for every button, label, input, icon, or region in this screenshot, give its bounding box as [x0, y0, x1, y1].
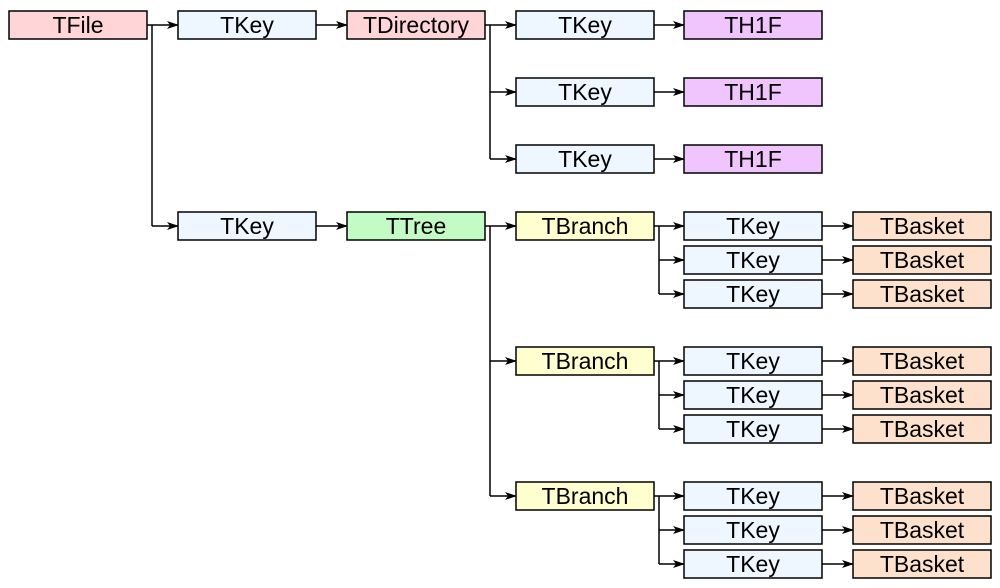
histogram-key-node-1: TKey [515, 10, 655, 40]
basket-key-node-1-3-box [683, 279, 823, 309]
tdirectory-node: TDirectory [346, 10, 486, 40]
basket-key-node-1-2-label: TKey [726, 247, 780, 273]
basket-key-node-1-3: TKey [683, 279, 823, 309]
tbasket-node-3-2-box [852, 515, 992, 545]
ttree-node: TTree [346, 211, 486, 241]
th1f-node-1-box [683, 10, 823, 40]
basket-key-node-3-3-box [683, 549, 823, 579]
histogram-key-node-1-label: TKey [558, 12, 612, 38]
basket-key-node-1-2-box [683, 245, 823, 275]
tdirectory-node-box [346, 10, 486, 40]
tbasket-node-1-2-box [852, 245, 992, 275]
directory-key-node: TKey [177, 10, 317, 40]
basket-key-node-2-1-label: TKey [726, 348, 780, 374]
basket-key-node-3-3-label: TKey [726, 551, 780, 577]
basket-key-node-1-2: TKey [683, 245, 823, 275]
tbasket-node-3-1: TBasket [852, 481, 992, 511]
tbasket-node-2-2-box [852, 380, 992, 410]
tbasket-node-1-2: TBasket [852, 245, 992, 275]
basket-key-node-3-1-box [683, 481, 823, 511]
basket-key-node-2-3-label: TKey [726, 416, 780, 442]
tree-key-node-box [177, 211, 317, 241]
tree-key-node-label: TKey [220, 213, 274, 239]
basket-key-node-3-1-label: TKey [726, 483, 780, 509]
histogram-key-node-3: TKey [515, 144, 655, 174]
tbranch-node-3-box [515, 481, 655, 511]
tbasket-node-1-3: TBasket [852, 279, 992, 309]
histogram-key-node-2: TKey [515, 77, 655, 107]
tfile-node-box [8, 10, 148, 40]
tbasket-node-3-2-label: TBasket [880, 517, 965, 543]
tbasket-node-3-2: TBasket [852, 515, 992, 545]
tbasket-node-1-3-label: TBasket [880, 281, 965, 307]
th1f-node-2-label: TH1F [724, 79, 782, 105]
tree-key-node: TKey [177, 211, 317, 241]
basket-key-node-3-2: TKey [683, 515, 823, 545]
tbasket-node-1-1-box [852, 211, 992, 241]
tbasket-node-3-3-box [852, 549, 992, 579]
th1f-node-2-box [683, 77, 823, 107]
directory-key-node-label: TKey [220, 12, 274, 38]
basket-key-node-2-3-box [683, 414, 823, 444]
th1f-node-3-label: TH1F [724, 146, 782, 172]
tbasket-node-1-1: TBasket [852, 211, 992, 241]
tbranch-node-2-label: TBranch [542, 348, 629, 374]
tbranch-node-1: TBranch [515, 211, 655, 241]
histogram-key-node-1-box [515, 10, 655, 40]
basket-key-node-2-1: TKey [683, 346, 823, 376]
tbranch-node-3-label: TBranch [542, 483, 629, 509]
th1f-node-1-label: TH1F [724, 12, 782, 38]
basket-key-node-1-1-box [683, 211, 823, 241]
tbasket-node-2-3-label: TBasket [880, 416, 965, 442]
th1f-node-3-box [683, 144, 823, 174]
ttree-node-label: TTree [386, 213, 447, 239]
histogram-key-node-2-box [515, 77, 655, 107]
tbasket-node-2-2: TBasket [852, 380, 992, 410]
tbasket-node-3-1-label: TBasket [880, 483, 965, 509]
tbasket-node-3-1-box [852, 481, 992, 511]
th1f-node-1: TH1F [683, 10, 823, 40]
tbasket-node-1-3-box [852, 279, 992, 309]
th1f-node-3: TH1F [683, 144, 823, 174]
tfile-node: TFile [8, 10, 148, 40]
tbranch-node-3: TBranch [515, 481, 655, 511]
tbasket-node-1-1-label: TBasket [880, 213, 965, 239]
basket-key-node-3-2-label: TKey [726, 517, 780, 543]
basket-key-node-1-1-label: TKey [726, 213, 780, 239]
basket-key-node-3-1: TKey [683, 481, 823, 511]
tbasket-node-3-3-label: TBasket [880, 551, 965, 577]
tbranch-node-1-label: TBranch [542, 213, 629, 239]
connector-layer [147, 21, 854, 568]
tbasket-node-2-2-label: TBasket [880, 382, 965, 408]
basket-key-node-1-1: TKey [683, 211, 823, 241]
basket-key-node-2-3: TKey [683, 414, 823, 444]
tbasket-node-2-1: TBasket [852, 346, 992, 376]
directory-key-node-box [177, 10, 317, 40]
tbasket-node-2-3-box [852, 414, 992, 444]
tfile-node-label: TFile [52, 12, 103, 38]
basket-key-node-3-3: TKey [683, 549, 823, 579]
th1f-node-2: TH1F [683, 77, 823, 107]
tbranch-node-2: TBranch [515, 346, 655, 376]
histogram-key-node-2-label: TKey [558, 79, 612, 105]
tdirectory-node-label: TDirectory [363, 12, 470, 38]
tbasket-node-1-2-label: TBasket [880, 247, 965, 273]
tbasket-node-2-3: TBasket [852, 414, 992, 444]
basket-key-node-2-2-label: TKey [726, 382, 780, 408]
basket-key-node-2-1-box [683, 346, 823, 376]
histogram-key-node-3-box [515, 144, 655, 174]
basket-key-node-3-2-box [683, 515, 823, 545]
tbranch-node-1-box [515, 211, 655, 241]
basket-key-node-2-2: TKey [683, 380, 823, 410]
tbasket-node-3-3: TBasket [852, 549, 992, 579]
tbranch-node-2-box [515, 346, 655, 376]
histogram-key-node-3-label: TKey [558, 146, 612, 172]
basket-key-node-2-2-box [683, 380, 823, 410]
ttree-node-box [346, 211, 486, 241]
tbasket-node-2-1-box [852, 346, 992, 376]
tbasket-node-2-1-label: TBasket [880, 348, 965, 374]
basket-key-node-1-3-label: TKey [726, 281, 780, 307]
